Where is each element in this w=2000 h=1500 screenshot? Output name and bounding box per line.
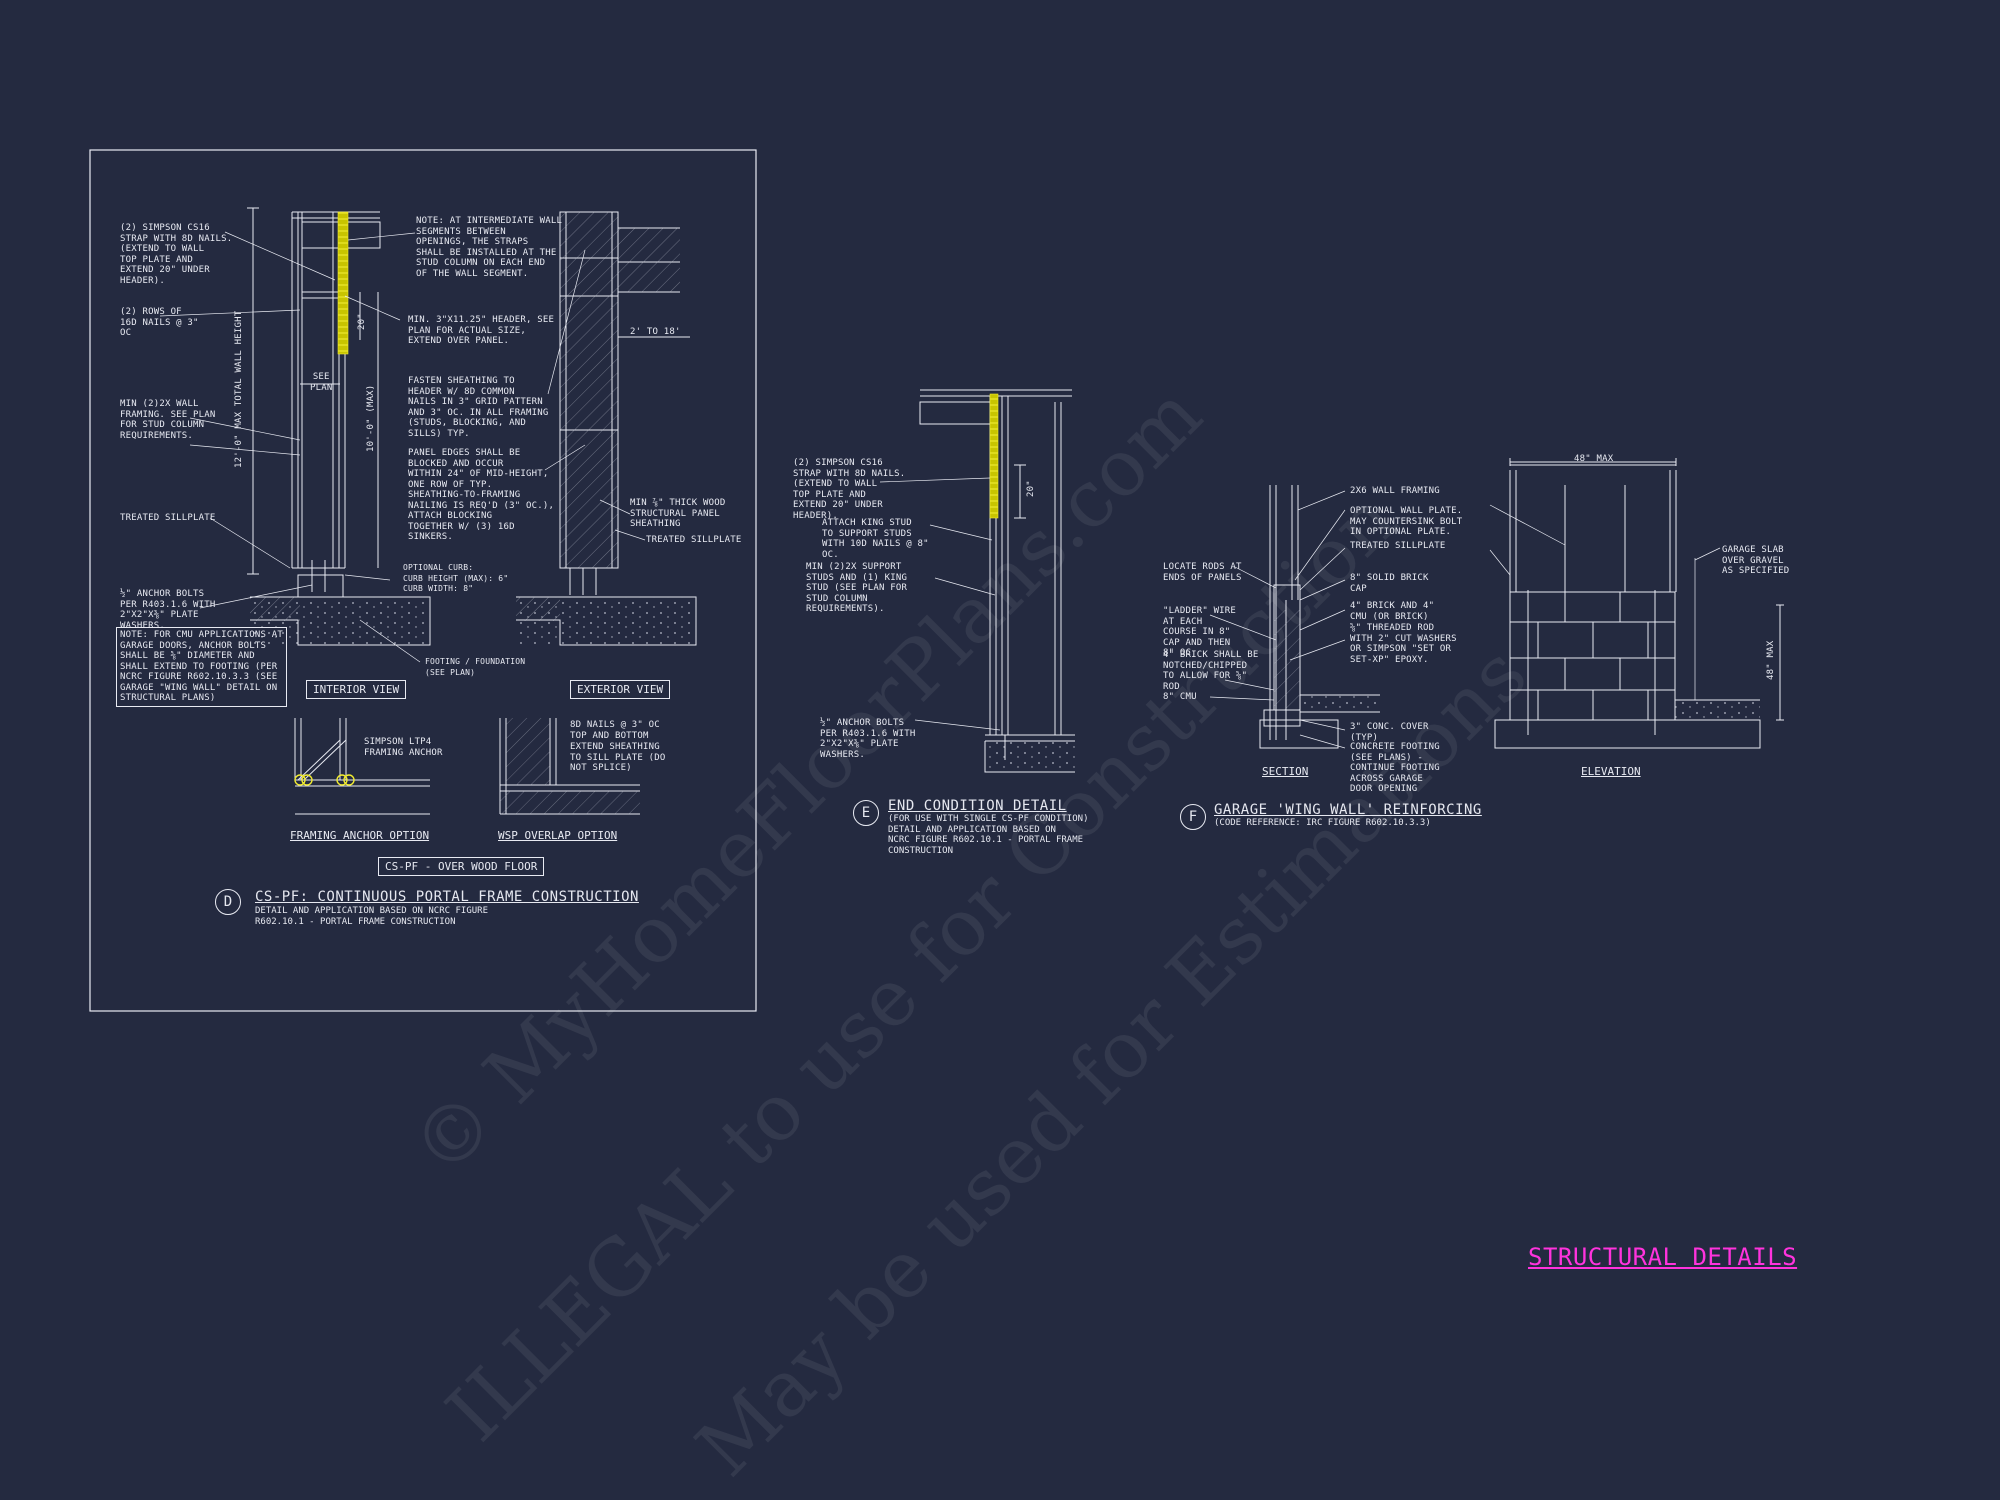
- f-note-8in-cmu: 8" CMU: [1163, 692, 1197, 702]
- note-fasten: FASTEN SHEATHING TO HEADER W/ 8d COMMON …: [408, 376, 549, 439]
- note-ltp4: SIMPSON LTP4 FRAMING ANCHOR: [364, 737, 443, 758]
- note-rows: (2) ROWS OF 16d NAILS @ 3" OC: [120, 307, 199, 338]
- f-dim-48-max-top: 48" MAX: [1574, 454, 1614, 464]
- f-dim-48-max-side: 48" MAX: [1766, 640, 1776, 680]
- detail-f-title: GARAGE 'WING WALL' REINFORCING: [1214, 802, 1482, 818]
- note-strap: (2) SIMPSON CS16 STRAP WITH 8d NAILS. (E…: [120, 223, 233, 286]
- note-footing: FOOTING / FOUNDATION (SEE PLAN): [425, 657, 526, 677]
- e-note-anchor: ½" ANCHOR BOLTS PER R403.1.6 WITH 2"x2"x…: [820, 718, 916, 760]
- over-wood-floor-label: CS-PF - OVER WOOD FLOOR: [378, 857, 545, 876]
- note-cmu: NOTE: FOR CMU APPLICATIONS AT GARAGE DOO…: [116, 627, 287, 707]
- dim-see-plan: SEE PLAN: [310, 372, 333, 393]
- note-framing: MIN (2)2X WALL FRAMING. SEE PLAN FOR STU…: [120, 399, 216, 441]
- f-note-garage-slab: GARAGE SLAB OVER GRAVEL AS SPECIFIED: [1722, 545, 1790, 576]
- framing-anchor-option-label: FRAMING ANCHOR OPTION: [290, 829, 430, 842]
- detail-e-subtitle: (FOR USE WITH SINGLE CS-PF CONDITION) DE…: [888, 814, 1089, 856]
- f-note-rods: LOCATE RODS AT ENDS OF PANELS: [1163, 562, 1242, 583]
- detail-d-subtitle: DETAIL AND APPLICATION BASED ON NCRC FIG…: [255, 906, 488, 927]
- detail-f-marker: F: [1180, 804, 1206, 830]
- note-wood-sheathing: MIN ⅞" THICK WOOD STRUCTURAL PANEL SHEAT…: [630, 498, 726, 529]
- f-note-conc-cover: 3" CONC. COVER (TYP): [1350, 722, 1429, 743]
- wsp-overlap-option-label: WSP OVERLAP OPTION: [498, 829, 618, 842]
- note-anchor: ½" ANCHOR BOLTS PER R403.1.6 WITH 2"x2"x…: [120, 589, 216, 631]
- note-intermediate: NOTE: AT INTERMEDIATE WALL SEGMENTS BETW…: [416, 216, 563, 279]
- strap-interior: [337, 211, 349, 355]
- strap-end: [989, 393, 999, 519]
- f-note-concrete-footing: CONCRETE FOOTING (SEE PLANS) - CONTINUE …: [1350, 742, 1440, 794]
- e-note-strap: (2) SIMPSON CS16 STRAP WITH 8d NAILS. (E…: [793, 458, 906, 521]
- note-8d-nails: 8d NAILS @ 3" OC TOP AND BOTTOM: [570, 720, 660, 741]
- dim-total-height: 12'-0" MAX TOTAL WALL HEIGHT: [234, 310, 244, 468]
- note-curb: OPTIONAL CURB: CURB HEIGHT (MAX): 6" CUR…: [403, 563, 509, 593]
- f-note-sillplate: TREATED SILLPLATE: [1350, 541, 1446, 551]
- sheet-title: STRUCTURAL DETAILS: [1528, 1243, 1798, 1271]
- detail-f-subtitle: (CODE REFERENCE: IRC FIGURE R602.10.3.3): [1214, 818, 1431, 828]
- dim-10ft-max: 10'-0" (MAX): [366, 384, 376, 452]
- detail-e-title: END CONDITION DETAIL: [888, 798, 1067, 814]
- detail-d-title: CS-PF: CONTINUOUS PORTAL FRAME CONSTRUCT…: [255, 889, 639, 905]
- f-note-brick-notch: 4" BRICK SHALL BE NOTCHED/CHIPPED TO ALL…: [1163, 650, 1259, 692]
- f-note-brick-cmu: 4" BRICK AND 4" CMU (OR BRICK): [1350, 601, 1435, 622]
- f-note-brick-cap: 8" SOLID BRICK CAP: [1350, 573, 1429, 594]
- note-header: MIN. 3"x11.25" HEADER, SEE PLAN FOR ACTU…: [408, 315, 555, 346]
- note-sill-exterior: TREATED SILLPLATE: [646, 535, 742, 545]
- detail-d-border: [89, 149, 757, 1012]
- detail-d-marker: D: [215, 889, 241, 915]
- interior-view-label: INTERIOR VIEW: [306, 680, 407, 699]
- exterior-view-label: EXTERIOR VIEW: [570, 680, 671, 699]
- f-section-label: SECTION: [1262, 765, 1309, 778]
- e-note-king-stud: ATTACH KING STUD TO SUPPORT STUDS WITH 1…: [822, 518, 929, 560]
- f-elevation-label: ELEVATION: [1581, 765, 1641, 778]
- note-extend-sheathing: EXTEND SHEATHING TO SILL PLATE (DO NOT S…: [570, 742, 666, 773]
- note-panel: PANEL EDGES SHALL BE BLOCKED AND OCCUR W…: [408, 448, 555, 542]
- f-note-wall-plate: OPTIONAL WALL PLATE. MAY COUNTERSINK BOL…: [1350, 506, 1463, 537]
- f-note-ladder: "LADDER" WIRE AT EACH COURSE IN 8" CAP A…: [1163, 606, 1237, 658]
- f-note-wall-framing: 2x6 WALL FRAMING: [1350, 486, 1440, 496]
- f-note-threaded-rod: ⅝" THREADED ROD WITH 2" CUT WASHERS OR S…: [1350, 623, 1457, 665]
- e-note-support-studs: MIN (2)2X SUPPORT STUDS AND (1) KING STU…: [806, 562, 908, 614]
- dim-2-to-18: 2' TO 18': [630, 327, 681, 337]
- dim-20in: 20": [357, 313, 367, 330]
- note-sill: TREATED SILLPLATE: [120, 513, 216, 523]
- detail-e-marker: E: [853, 800, 879, 826]
